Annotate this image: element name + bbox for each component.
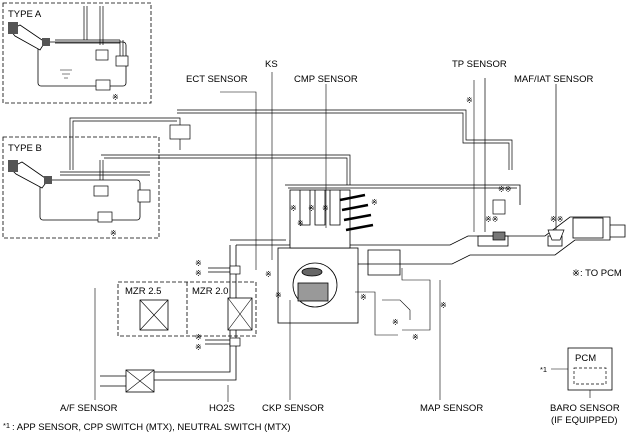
baro-sensor-label-line2: (IF EQUIPPED): [551, 415, 618, 426]
map-mark: ※: [440, 301, 447, 310]
maf-iat-mark: ※※: [550, 215, 563, 224]
engine-mark-5: ※: [265, 270, 272, 279]
type-a-mark: ※: [112, 93, 119, 102]
pcm-note: *1: [540, 365, 547, 374]
maf-iat-sensor-label: MAF/IAT SENSOR: [514, 74, 593, 85]
type-b-mark: ※: [110, 229, 117, 238]
type-b-label: TYPE B: [8, 143, 42, 154]
type-a-label: TYPE A: [8, 9, 42, 20]
to-pcm-legend: ※: TO PCM: [572, 268, 622, 279]
engine-mark-2: ※: [308, 204, 315, 213]
leader-lines: [94, 72, 475, 402]
rear-catalyst: [100, 369, 155, 393]
engine-mark-1: ※: [290, 204, 297, 213]
valve-mark-2: ※: [412, 333, 419, 342]
cmp-sensor-label: CMP SENSOR: [294, 74, 358, 85]
ho2s-mark-1: ※: [195, 333, 202, 342]
engine-mark-6: ※: [275, 291, 282, 300]
ks-label: KS: [265, 59, 278, 70]
af-mark-1: ※: [195, 259, 202, 268]
af-sensor-label: A/F SENSOR: [60, 403, 118, 414]
ho2s-label: HO2S: [209, 403, 235, 414]
catalyst-inset: MZR 2.5 MZR 2.0: [117, 281, 257, 337]
map-sensor-label: MAP SENSOR: [420, 403, 483, 414]
footnote-text: : APP SENSOR, CPP SWITCH (MTX), NEUTRAL …: [12, 422, 291, 433]
ckp-sensor-label: CKP SENSOR: [262, 403, 324, 414]
maf-iat-connector: [547, 84, 565, 241]
engine-mark-4: ※: [371, 198, 378, 207]
valve-mark-3: ※: [360, 293, 367, 302]
engine-mark-3: ※: [322, 204, 329, 213]
purge-mark: ※: [466, 96, 473, 105]
engine-mark-7: ※: [297, 219, 304, 228]
pcm-module: PCM *1: [540, 347, 613, 398]
pcm-label: PCM: [575, 353, 596, 364]
af-mark-2: ※: [195, 269, 202, 278]
valve-mark-1: ※: [392, 318, 399, 327]
mzr25-label: MZR 2.5: [125, 286, 161, 297]
tp-sensor-mark-1: ※※: [498, 185, 511, 194]
type-a-inset: TYPE A ※: [2, 2, 152, 104]
af-sensor-harness: [205, 265, 241, 347]
engine-block: [277, 189, 374, 324]
ect-sensor-label: ECT SENSOR: [186, 74, 248, 85]
tp-sensor-connector: [484, 78, 506, 241]
tp-sensor-label: TP SENSOR: [452, 59, 507, 70]
ho2s-mark-2: ※: [195, 343, 202, 352]
baro-sensor-label-line1: BARO SENSOR: [550, 403, 620, 414]
purge-hose-run: [69, 109, 513, 185]
footnote-mark: *1: [3, 421, 10, 430]
mzr20-label: MZR 2.0: [192, 286, 228, 297]
type-b-inset: TYPE B ※: [2, 136, 160, 239]
tp-sensor-mark-2: ※※: [485, 215, 498, 224]
